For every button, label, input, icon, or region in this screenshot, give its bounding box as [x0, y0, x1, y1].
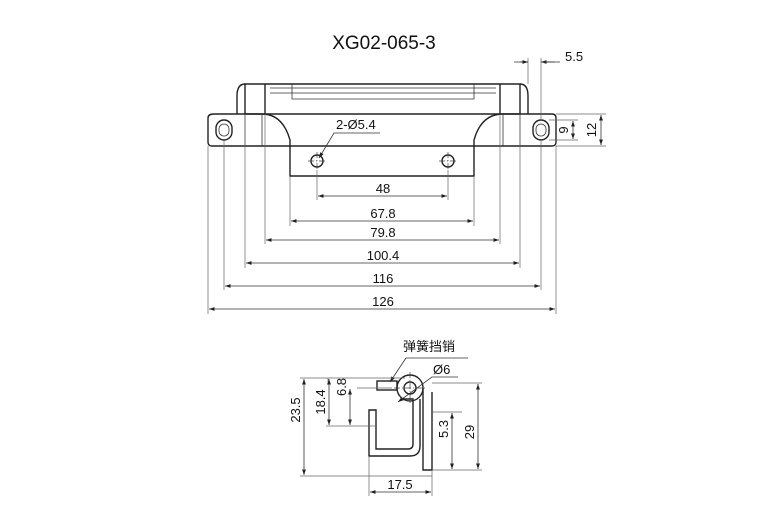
dim-116: 116 [373, 271, 394, 286]
right-leaf [422, 388, 433, 471]
dim-12: 12 [584, 123, 599, 137]
hole-callout-label: 2-Ø5.4 [336, 117, 376, 132]
dim-79-8: 79.8 [370, 225, 395, 240]
hole-leader-line [318, 132, 380, 159]
left-leaf [368, 398, 421, 457]
dim-5-3: 5.3 [436, 420, 451, 438]
dim-100-4: 100.4 [367, 248, 400, 263]
dim-9: 9 [556, 126, 571, 133]
top-view: 2-Ø5.4 48 67.8 79.8 100.4 116 126 5.5 9 … [207, 49, 606, 314]
spring-pin-label: 弹簧挡销 [403, 339, 455, 355]
right-extension-lines [527, 58, 606, 147]
left-slot-hole [215, 119, 233, 141]
mounting-hole-left [308, 152, 326, 170]
drawing-title: XG02-065-3 [332, 33, 436, 54]
dim-17-5: 17.5 [387, 477, 412, 492]
mounting-hole-right [439, 152, 457, 170]
dim-67-8: 67.8 [370, 206, 395, 221]
side-view: 弹簧挡销 Ø6 23.5 18.4 6.8 5.3 29 17.5 [288, 339, 482, 496]
pin-diameter-leader [397, 376, 458, 403]
dim-29: 29 [462, 425, 477, 439]
dim-5-5: 5.5 [565, 49, 583, 64]
extension-lines [207, 114, 557, 314]
dim-6-8: 6.8 [334, 378, 349, 396]
spring-stop-pin [376, 380, 398, 391]
hinge-body-outline [207, 83, 557, 177]
dim-48: 48 [376, 181, 390, 196]
pin-diameter-label: Ø6 [433, 362, 450, 377]
dim-23-5: 23.5 [288, 397, 303, 422]
dim-18-4: 18.4 [313, 389, 328, 414]
dim-126: 126 [372, 294, 394, 309]
right-slot-hole [532, 119, 550, 141]
